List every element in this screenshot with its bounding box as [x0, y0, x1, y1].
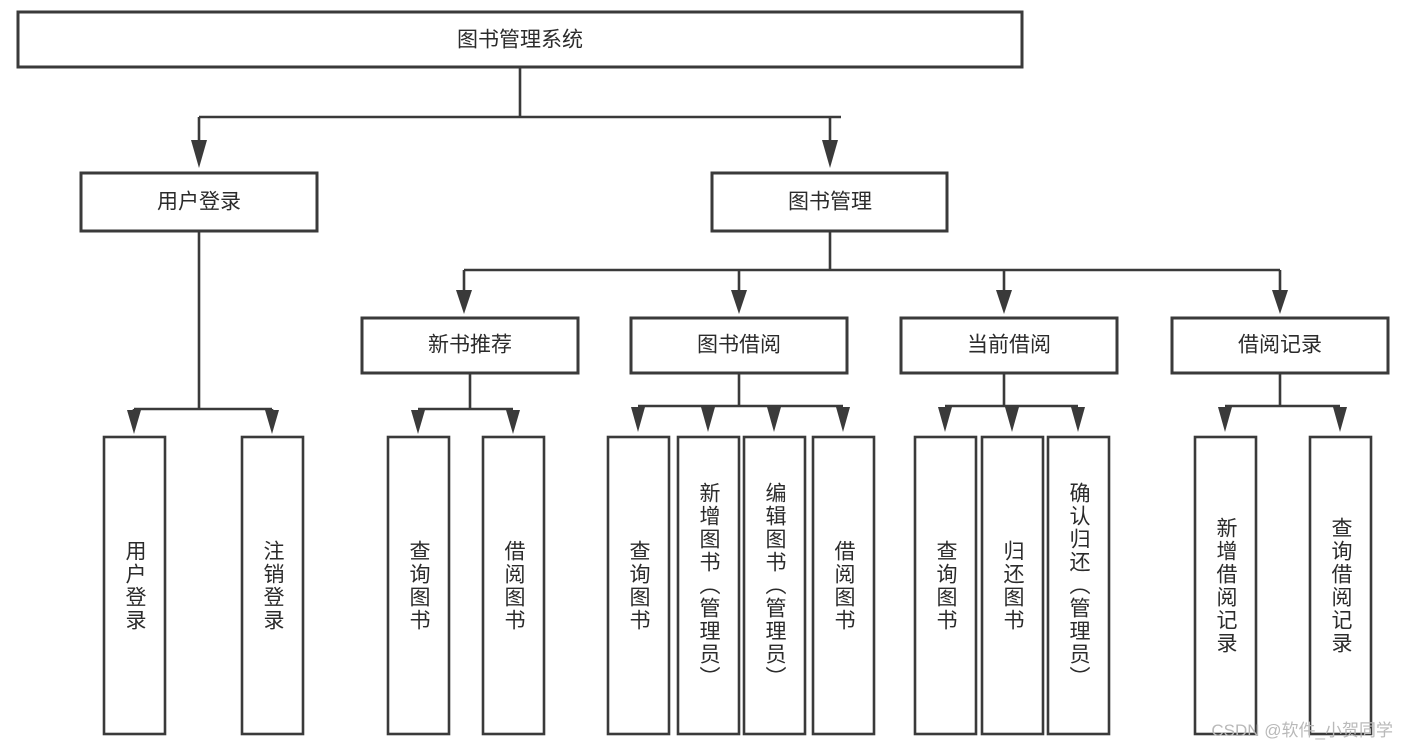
- node-user-login[interactable]: 用户登录: [79, 171, 319, 233]
- node-current-borrow-label: 当前借阅: [967, 334, 1051, 357]
- arrow-leaf-query-borrow-record: [1333, 407, 1347, 432]
- leaf-box-add-borrow-record[interactable]: [1193, 435, 1258, 736]
- leaf-box-query-book-rec[interactable]: [386, 435, 451, 736]
- leaf-box-edit-book-admin[interactable]: [742, 435, 807, 736]
- leaf-boxes: [102, 435, 1373, 736]
- arrow-borrow-record: [1272, 290, 1288, 314]
- node-user-login-label: 用户登录: [157, 191, 241, 214]
- node-user-login-box: [79, 171, 319, 233]
- node-current-borrow-box: [899, 316, 1119, 375]
- arrow-book-borrow: [731, 290, 747, 314]
- leaf-box-user-login[interactable]: [102, 435, 167, 736]
- arrow-leaf-user-login: [127, 410, 141, 434]
- leaf-box-logout[interactable]: [240, 435, 305, 736]
- leaf-box-return-book[interactable]: [980, 435, 1045, 736]
- node-borrow-record-box: [1170, 316, 1390, 375]
- arrow-leaf-add-book-admin: [701, 407, 715, 432]
- connectors-book-borrow-to-leaves: [631, 373, 850, 432]
- node-current-borrow[interactable]: 当前借阅: [899, 316, 1119, 375]
- leaf-box-add-book-admin[interactable]: [676, 435, 741, 736]
- node-borrow-record-label: 借阅记录: [1238, 334, 1322, 357]
- node-new-book-recommend[interactable]: 新书推荐: [360, 316, 580, 375]
- arrow-leaf-logout: [265, 410, 279, 434]
- node-root-label: 图书管理系统: [457, 29, 583, 52]
- node-book-borrow-label: 图书借阅: [697, 334, 781, 357]
- connectors-book-management-to-level3: [456, 231, 1288, 314]
- watermark-text: CSDN @软件_小贺同学: [1211, 721, 1393, 740]
- connectors-root-to-level2: [191, 67, 841, 168]
- arrow-leaf-borrow-book: [836, 407, 850, 432]
- node-book-management-box: [710, 171, 949, 233]
- node-new-book-recommend-label: 新书推荐: [428, 334, 512, 357]
- connectors-new-book-to-leaves: [411, 373, 520, 434]
- arrow-leaf-query-book-borrow: [631, 407, 645, 432]
- leaf-box-query-borrow-record[interactable]: [1308, 435, 1373, 736]
- leaf-box-confirm-return-admin[interactable]: [1046, 435, 1111, 736]
- arrow-leaf-query-book-current: [938, 407, 952, 432]
- arrow-leaf-return-book: [1005, 407, 1019, 432]
- leaf-box-borrow-book-rec[interactable]: [481, 435, 546, 736]
- connectors-current-borrow-to-leaves: [938, 373, 1085, 432]
- connectors-borrow-record-to-leaves: [1218, 373, 1347, 432]
- arrow-current-borrow: [996, 290, 1012, 314]
- arrow-leaf-query-book-rec: [411, 410, 425, 434]
- leaf-box-query-book-current[interactable]: [913, 435, 978, 736]
- node-book-management[interactable]: 图书管理: [710, 171, 949, 233]
- arrow-new-book-recommend: [456, 290, 472, 314]
- node-borrow-record[interactable]: 借阅记录: [1170, 316, 1390, 375]
- arrow-user-login: [191, 140, 207, 168]
- node-book-borrow-box: [629, 316, 849, 375]
- arrow-leaf-borrow-book-rec: [506, 410, 520, 434]
- leaf-box-query-book-borrow[interactable]: [606, 435, 671, 736]
- connectors-user-login-to-leaves: [127, 231, 279, 434]
- arrow-leaf-confirm-return-admin: [1071, 407, 1085, 432]
- node-root-box: [16, 10, 1024, 69]
- arrow-book-management: [822, 140, 838, 168]
- node-book-borrow[interactable]: 图书借阅: [629, 316, 849, 375]
- arrow-leaf-edit-book-admin: [767, 407, 781, 432]
- leaf-box-borrow-book[interactable]: [811, 435, 876, 736]
- node-book-management-label: 图书管理: [788, 191, 872, 214]
- node-root[interactable]: 图书管理系统: [16, 10, 1024, 69]
- arrow-leaf-add-borrow-record: [1218, 407, 1232, 432]
- node-new-book-recommend-box: [360, 316, 580, 375]
